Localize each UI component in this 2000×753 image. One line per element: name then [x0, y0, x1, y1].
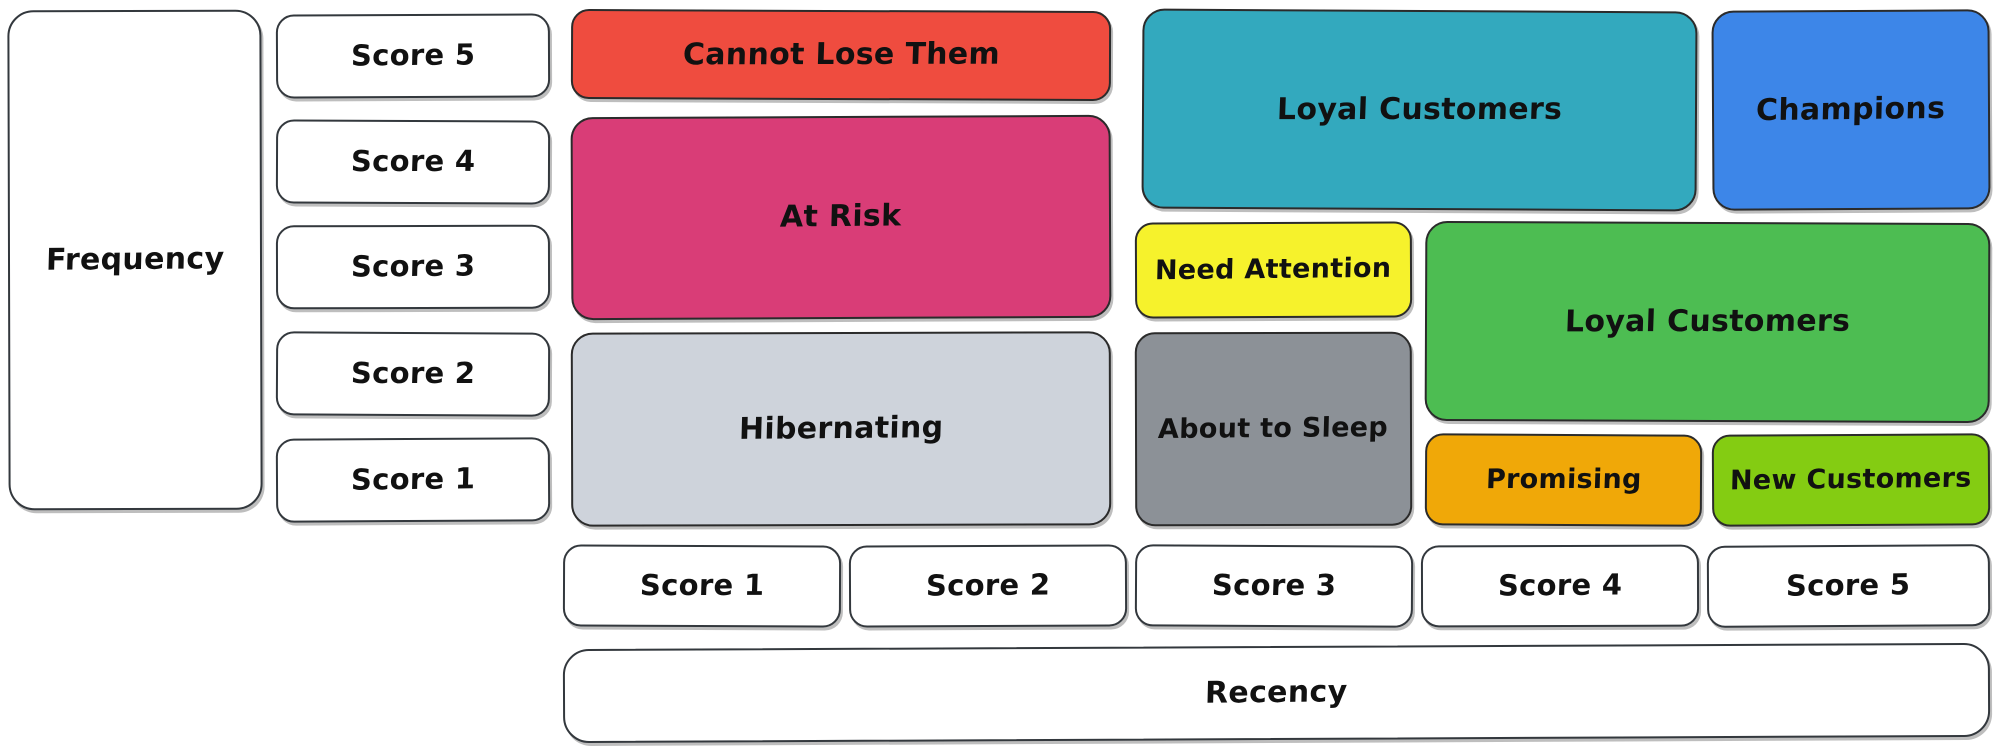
segment-champions-label: Champions — [1756, 90, 1947, 128]
segment-at-risk-label: At Risk — [779, 198, 903, 235]
frequency-axis-label-text: Frequency — [45, 240, 225, 278]
segment-need-attention[interactable]: Need Attention — [1134, 221, 1413, 319]
segment-new-customers[interactable]: New Customers — [1711, 433, 1991, 527]
frequency-score-5[interactable]: Score 5 — [275, 13, 551, 99]
frequency-score-3-label: Score 3 — [350, 248, 476, 284]
recency-axis-label-text: Recency — [1204, 674, 1349, 711]
segment-promising[interactable]: Promising — [1424, 433, 1703, 527]
frequency-score-5-label: Score 5 — [350, 37, 476, 73]
frequency-score-2-label: Score 2 — [350, 356, 476, 391]
frequency-score-3[interactable]: Score 3 — [275, 224, 551, 310]
recency-score-5-label: Score 5 — [1785, 567, 1912, 604]
segment-about-to-sleep[interactable]: About to Sleep — [1134, 331, 1413, 527]
segment-new-customers-label: New Customers — [1729, 463, 1973, 497]
recency-score-3-label: Score 3 — [1211, 568, 1337, 603]
segment-promising-label: Promising — [1485, 464, 1642, 496]
segment-about-to-sleep-label: About to Sleep — [1158, 412, 1389, 446]
segment-cannot-lose-them[interactable]: Cannot Lose Them — [570, 8, 1112, 102]
segment-hibernating-label: Hibernating — [738, 409, 944, 447]
segment-loyal-customers-teal[interactable]: Loyal Customers — [1141, 8, 1698, 212]
recency-score-4-label: Score 4 — [1497, 567, 1623, 603]
recency-axis-label: Recency — [562, 642, 1991, 744]
segment-cannot-lose-them-label: Cannot Lose Them — [681, 36, 1001, 73]
recency-score-4[interactable]: Score 4 — [1420, 544, 1700, 628]
recency-score-1[interactable]: Score 1 — [562, 544, 842, 628]
recency-score-2-label: Score 2 — [925, 567, 1051, 603]
frequency-score-4[interactable]: Score 4 — [275, 119, 551, 205]
frequency-score-1-label: Score 1 — [350, 461, 476, 498]
frequency-axis-label: Frequency — [7, 9, 263, 511]
segment-need-attention-label: Need Attention — [1154, 253, 1393, 287]
frequency-score-2[interactable]: Score 2 — [275, 331, 551, 417]
segment-loyal-customers-green-label: Loyal Customers — [1564, 303, 1851, 340]
segment-hibernating[interactable]: Hibernating — [570, 331, 1112, 527]
segment-champions[interactable]: Champions — [1711, 9, 1991, 211]
segment-loyal-customers-green[interactable]: Loyal Customers — [1424, 220, 1991, 424]
frequency-score-1[interactable]: Score 1 — [275, 437, 551, 523]
recency-score-3[interactable]: Score 3 — [1134, 544, 1414, 628]
recency-score-5[interactable]: Score 5 — [1706, 544, 1991, 628]
recency-score-2[interactable]: Score 2 — [848, 544, 1128, 628]
segment-loyal-customers-teal-label: Loyal Customers — [1276, 91, 1563, 127]
frequency-score-4-label: Score 4 — [350, 144, 476, 179]
recency-score-1-label: Score 1 — [639, 568, 765, 603]
segment-at-risk[interactable]: At Risk — [570, 114, 1112, 321]
